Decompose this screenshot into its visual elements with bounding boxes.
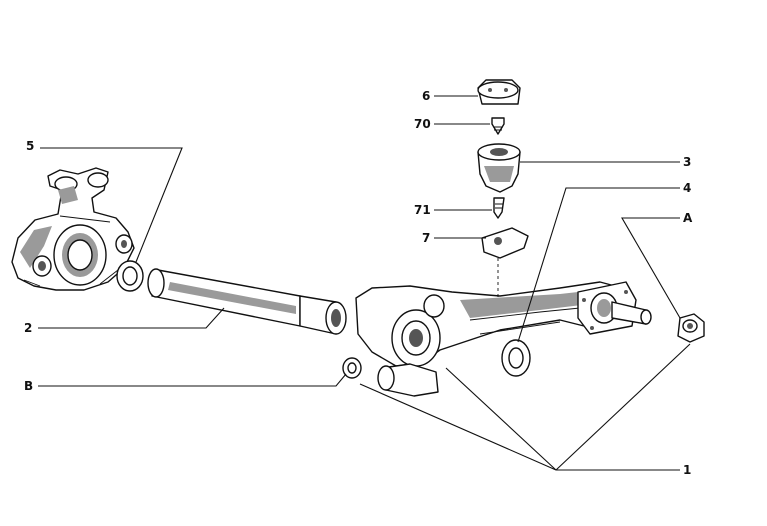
part-5-housing [11,167,135,291]
callout-70: 70 [414,117,431,131]
callout-3: 3 [683,155,691,169]
part-6-cap [477,79,521,105]
part-70-screw [491,117,505,135]
callout-7: 7 [422,231,430,245]
callout-b: B [24,379,33,393]
part-4-ring [501,339,531,377]
callout-a: A [683,211,693,225]
callout-5: 5 [26,139,34,153]
part-a-nut [677,313,705,343]
part-5-ring [116,260,144,292]
callout-6: 6 [422,89,430,103]
part-1-arm [355,281,652,397]
leader-lines [38,95,691,471]
part-2-tube [147,268,347,335]
part-71-screw [493,197,505,219]
part-7-plate [481,227,529,259]
callout-71: 71 [414,203,431,217]
callout-1: 1 [683,463,691,477]
part-3-bush [477,143,521,193]
part-b-bushing [342,357,362,379]
callout-4: 4 [683,181,691,195]
callout-2: 2 [24,321,32,335]
